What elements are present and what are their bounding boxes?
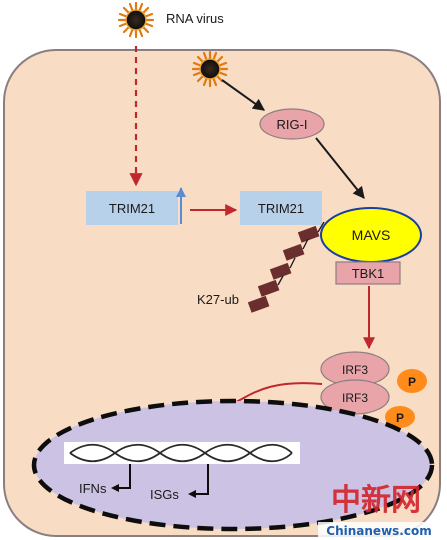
mavs-label: MAVS: [352, 227, 391, 243]
rna-virus-label: RNA virus: [166, 11, 224, 26]
ifns-expression-arrow: [117, 464, 131, 489]
tbk1-node: [335, 261, 401, 285]
phosphate-top: [397, 369, 427, 393]
phosphate-top-label: P: [408, 375, 416, 389]
rig-i-label: RIG-I: [276, 117, 307, 132]
tbk1-label: TBK1: [352, 266, 385, 281]
ifns-label: IFNs: [79, 481, 107, 496]
k27-ubiquitin-chain: [247, 225, 320, 313]
phosphate-bottom: [385, 406, 415, 428]
trim21-right-label: TRIM21: [258, 201, 304, 216]
rig-i-to-mavs-arrow: [315, 137, 365, 199]
phosphate-bottom-label: P: [396, 411, 404, 425]
rna-virus-icon-intracellular: [191, 50, 229, 88]
watermark-url-bg: [318, 522, 440, 538]
virus-to-rig-i-arrow: [221, 79, 265, 111]
irf3-top-label: IRF3: [342, 363, 368, 377]
irf3-bottom-label: IRF3: [342, 391, 368, 405]
rna-virus-icon-extracellular: [117, 1, 155, 39]
k27-ubiquitin-linkers: [277, 221, 325, 286]
isgs-label: ISGs: [150, 487, 179, 502]
nucleus: [31, 398, 435, 532]
trim21-node-left: [86, 191, 178, 225]
watermark-chinese: 中新网: [331, 483, 421, 518]
isgs-expression-arrow: [194, 464, 209, 495]
dna-helix-icon: [69, 443, 293, 463]
k27-ub-label: K27-ub: [197, 292, 239, 307]
watermark-url: Chinanews.com: [326, 524, 431, 538]
rig-i-node: [259, 108, 325, 140]
trim21-node-right: [240, 191, 322, 225]
trim21-left-label: TRIM21: [109, 201, 155, 216]
